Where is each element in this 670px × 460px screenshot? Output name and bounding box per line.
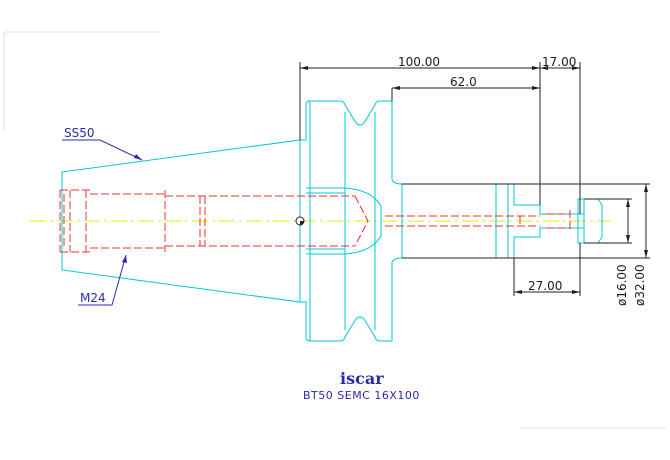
frame-line [3, 31, 160, 130]
brand-logo: iscar [340, 369, 384, 388]
tool-outline [61, 100, 603, 342]
flange-top [300, 100, 393, 180]
label-taper: SS50 [64, 126, 95, 140]
arrowheads [300, 66, 648, 294]
dim-shank-length: 27.00 [528, 279, 562, 293]
hidden-lines [59, 189, 571, 253]
drive-slot [306, 187, 382, 255]
flange-bottom [300, 262, 393, 342]
leader-lines [62, 139, 143, 306]
dim-body-length: 62.0 [450, 75, 477, 89]
dim-overall-length: 100.00 [398, 55, 440, 69]
dim-nose-length: 17.00 [542, 55, 576, 69]
dimension-lines [299, 62, 650, 296]
tool-caption: BT50 SEMC 16X100 [303, 389, 420, 402]
label-thread: M24 [80, 291, 106, 305]
dim-collar-diameter: ø32.00 [633, 264, 647, 306]
dim-bore-diameter: ø16.00 [615, 264, 629, 306]
